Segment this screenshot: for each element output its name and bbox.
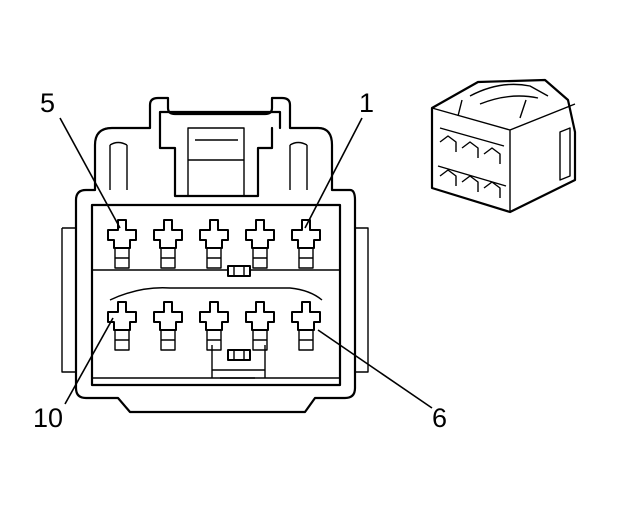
lower-terminal-3-stem xyxy=(206,330,222,351)
lower-terminal-4 xyxy=(245,301,275,331)
lower-row-ridge xyxy=(109,287,323,301)
iso-housing-outline xyxy=(430,78,577,214)
latch-window xyxy=(187,127,245,196)
lower-terminal-4-stem xyxy=(252,330,268,351)
right-side-rib xyxy=(355,227,369,373)
upper-lock-window-bars xyxy=(233,266,245,276)
lower-lock-window xyxy=(227,349,251,361)
cavity-frame xyxy=(90,203,342,387)
upper-terminal-2-stem xyxy=(160,248,176,269)
lower-terminal-3 xyxy=(199,301,229,331)
lower-lock-tab xyxy=(211,345,266,379)
latch-block xyxy=(158,110,282,198)
upper-terminal-4-stem xyxy=(252,248,268,269)
leader-line-pin-10 xyxy=(64,317,114,405)
upper-lock-window xyxy=(227,265,251,277)
iso-top-face xyxy=(431,103,576,212)
connector-isometric-view xyxy=(430,78,577,214)
iso-terminals-upper xyxy=(439,127,505,164)
upper-terminal-row xyxy=(107,219,321,269)
lower-terminal-5 xyxy=(291,301,321,331)
pin-label-1: 1 xyxy=(359,88,375,118)
lower-terminal-5-stem xyxy=(298,330,314,351)
iso-terminals-lower xyxy=(437,165,507,198)
lower-terminal-2-stem xyxy=(160,330,176,351)
pin-label-10: 10 xyxy=(33,403,64,433)
leader-line-pin-1 xyxy=(304,117,363,229)
lower-lock-window-bars xyxy=(233,350,245,360)
upper-terminal-1-stem xyxy=(114,248,130,269)
upper-terminal-3 xyxy=(199,219,229,249)
iso-side-slot xyxy=(559,127,571,181)
connector-housing-outline xyxy=(74,96,357,414)
upper-terminal-5 xyxy=(291,219,321,249)
lower-terminal-row xyxy=(107,301,321,351)
upper-terminal-1 xyxy=(107,219,137,249)
lower-terminal-1 xyxy=(107,301,137,331)
pin-label-5: 5 xyxy=(40,88,56,118)
cavity-divider xyxy=(92,269,340,379)
leader-line-pin-5 xyxy=(59,117,121,229)
leader-line-pin-6 xyxy=(317,329,433,409)
iso-latch xyxy=(457,83,549,119)
lower-terminal-1-stem xyxy=(114,330,130,351)
upper-terminal-4 xyxy=(245,219,275,249)
pin-label-6: 6 xyxy=(432,403,448,433)
lower-terminal-2 xyxy=(153,301,183,331)
left-side-rib xyxy=(61,227,76,373)
latch-arms xyxy=(109,141,308,190)
upper-terminal-2 xyxy=(153,219,183,249)
upper-terminal-5-stem xyxy=(298,248,314,269)
upper-terminal-3-stem xyxy=(206,248,222,269)
